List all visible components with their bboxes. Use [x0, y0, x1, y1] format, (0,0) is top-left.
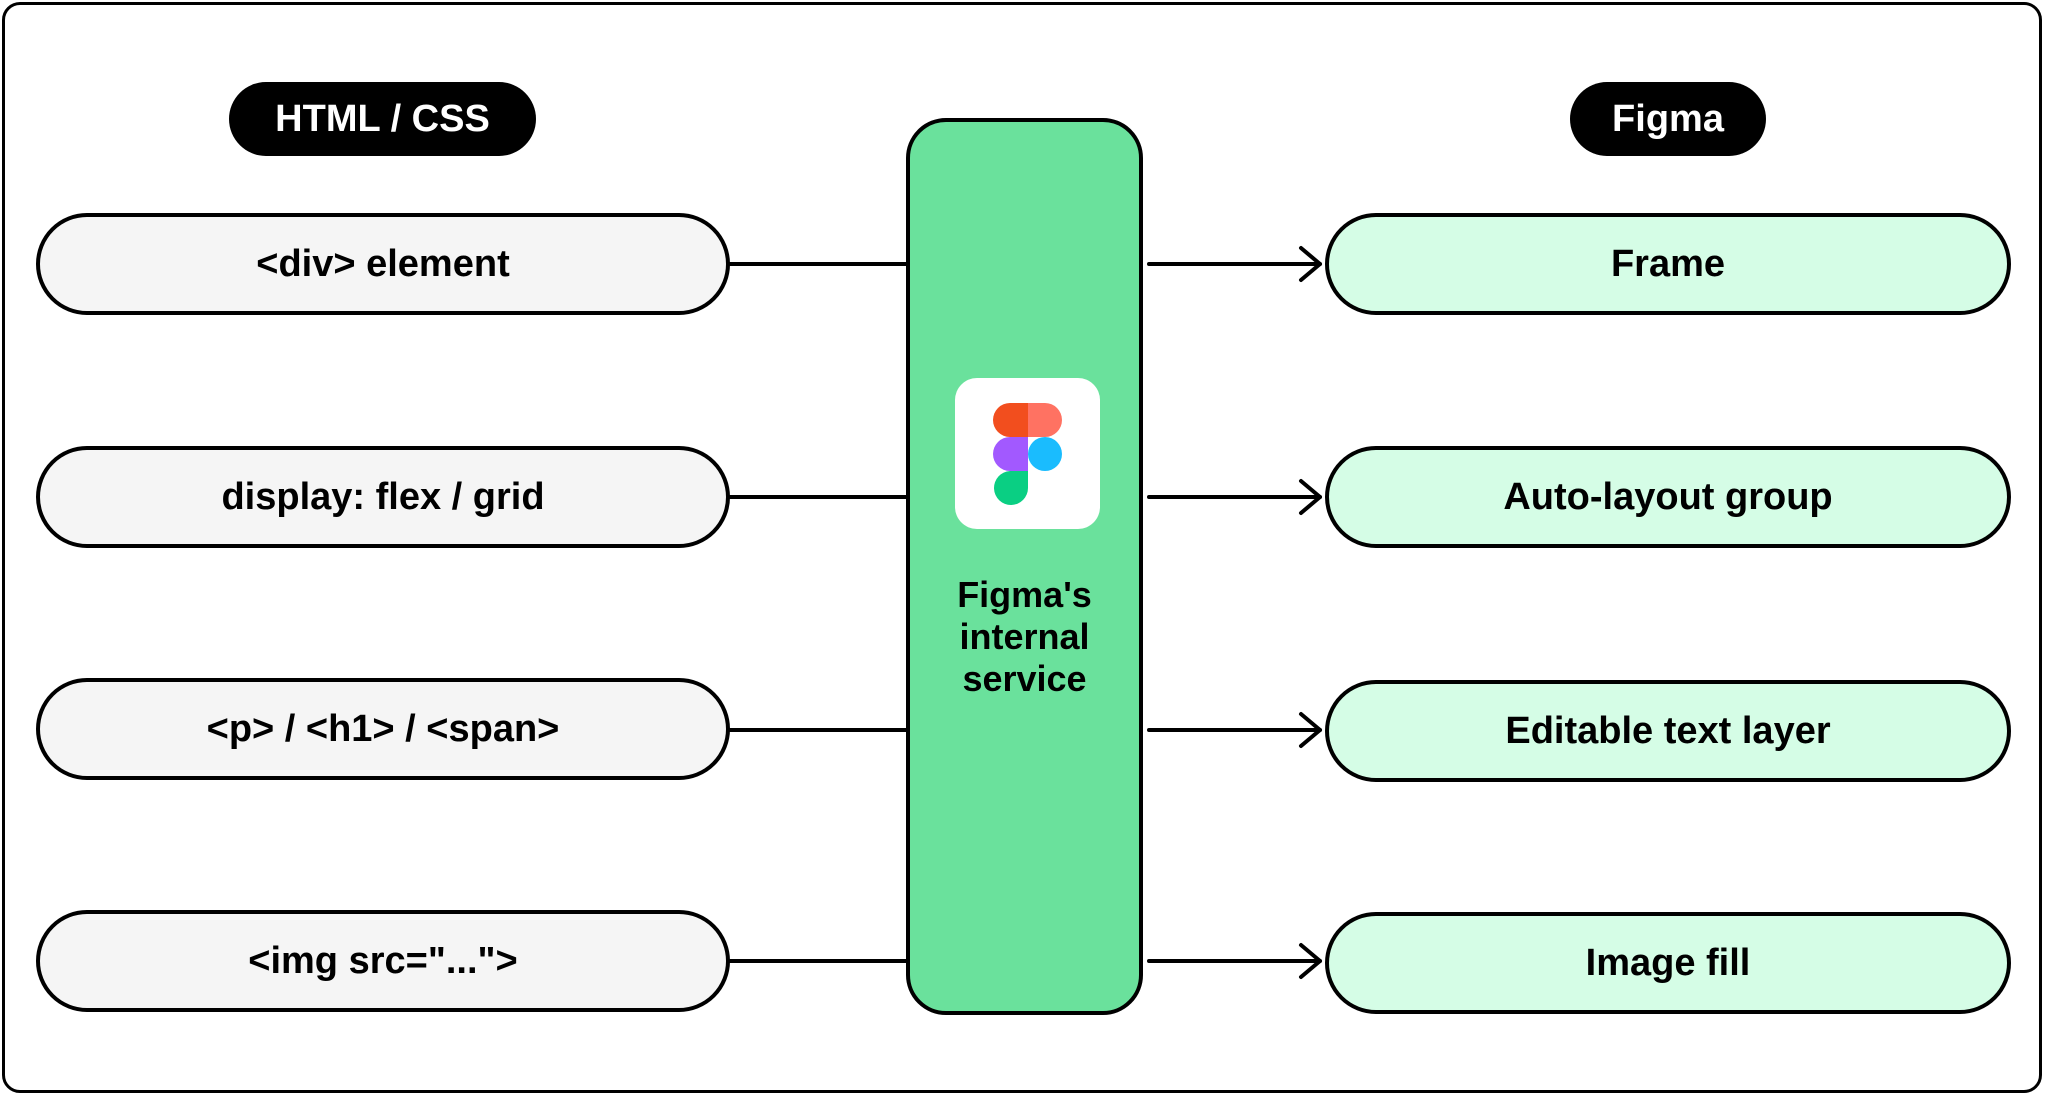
left-item-text-tags: <p> / <h1> / <span> [36, 678, 730, 780]
figma-logo-purple-segment [992, 436, 1028, 471]
right-item-editable-text-layer: Editable text layer [1325, 680, 2011, 782]
arrowhead-right-1 [1299, 246, 1322, 282]
arrowhead-right-2 [1299, 479, 1322, 515]
center-label-line-3: service [962, 658, 1087, 699]
figma-logo-blue-segment [1027, 436, 1062, 471]
html-css-header: HTML / CSS [229, 82, 536, 156]
figma-header: Figma [1570, 82, 1766, 156]
figma-logo-coral-segment [1027, 402, 1062, 437]
figma-logo-green-segment [993, 470, 1028, 505]
right-item-image-fill: Image fill [1325, 912, 2011, 1014]
left-item-div-element: <div> element [36, 213, 730, 315]
right-item-frame: Frame [1325, 213, 2011, 315]
figma-internal-service-block [906, 118, 1143, 1015]
center-label-line-1: Figma's [957, 574, 1092, 615]
center-label-line-2: internal [959, 616, 1090, 657]
right-item-auto-layout-group: Auto-layout group [1325, 446, 2011, 548]
figma-logo-card [955, 378, 1100, 529]
arrowhead-right-3 [1299, 712, 1322, 748]
figma-logo-icon [992, 402, 1062, 505]
left-item-display-flex-grid: display: flex / grid [36, 446, 730, 548]
figma-logo-red-segment [992, 402, 1028, 437]
left-item-img-tag: <img src="..."> [36, 910, 730, 1012]
center-label: Figma's internal service [906, 574, 1143, 700]
arrowhead-right-4 [1299, 943, 1322, 979]
